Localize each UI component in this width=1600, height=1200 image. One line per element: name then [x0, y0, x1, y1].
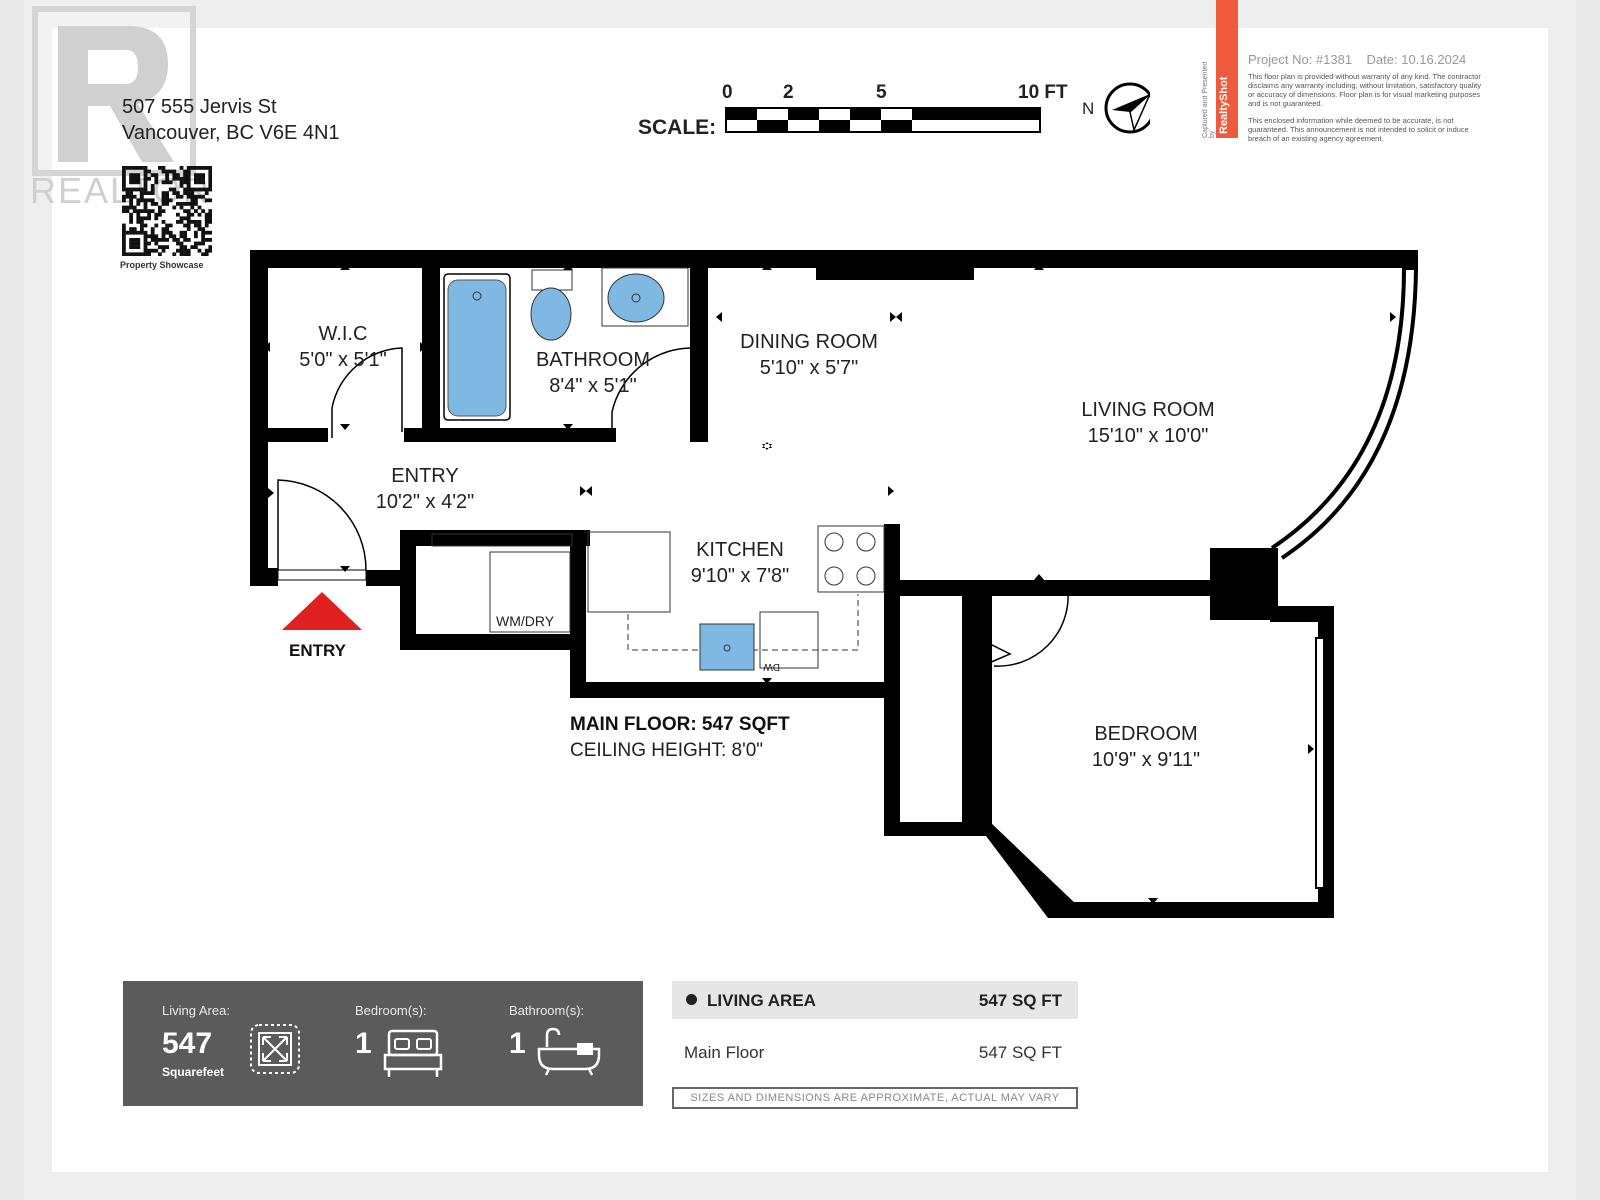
- scale-tick-0: 0: [722, 82, 733, 103]
- area-header-label: LIVING AREA: [707, 991, 816, 1010]
- bullet-icon: [686, 994, 697, 1005]
- main-floor-label: MAIN FLOOR: 547 SQFT: [570, 714, 790, 735]
- living-dim: 15'10" x 10'0": [1088, 425, 1209, 447]
- kitchen-dim: 9'10" x 7'8": [691, 565, 790, 587]
- bathroom-fixtures: [443, 267, 689, 421]
- scale-tick-5: 5: [876, 82, 887, 103]
- compass-icon: [1104, 82, 1150, 134]
- living-name: LIVING ROOM: [1081, 399, 1214, 421]
- north-label: N: [1082, 99, 1094, 118]
- brand-bar: [1216, 0, 1238, 138]
- listing-address: 507 555 Jervis St Vancouver, BC V6E 4N1: [122, 94, 340, 146]
- area-header-value: 547 SQ FT: [978, 991, 1062, 1010]
- area-table: LIVING AREA 547 SQ FT Main Floor 547 SQ …: [672, 981, 1078, 1069]
- area-expand-icon: [249, 1023, 301, 1080]
- bed-icon: [383, 1027, 443, 1084]
- project-info: Project No: #1381 Date: 10.16.2024: [1248, 52, 1466, 67]
- dw-label: DW: [763, 661, 780, 672]
- bathroom-dim: 8'4" x 5'1": [549, 375, 636, 397]
- area-table-row: Main Floor 547 SQ FT: [672, 1019, 1078, 1069]
- area-table-header: LIVING AREA 547 SQ FT: [672, 981, 1078, 1019]
- bathtub-icon: [537, 1025, 601, 1082]
- wic-dim: 5'0" x 5'1": [299, 349, 386, 371]
- ceiling-height-label: CEILING HEIGHT: 8'0": [570, 740, 763, 761]
- approximation-note: SIZES AND DIMENSIONS ARE APPROXIMATE, AC…: [672, 1087, 1078, 1109]
- watermark-logo: [32, 6, 196, 176]
- bedroom-name: BEDROOM: [1094, 723, 1197, 745]
- bathrooms-value: 1: [509, 1027, 526, 1060]
- bedrooms-value: 1: [355, 1027, 372, 1060]
- doors: [277, 347, 1069, 667]
- address-line-1: 507 555 Jervis St: [122, 96, 277, 118]
- qr-code[interactable]: [122, 166, 213, 261]
- wic-name: W.I.C: [319, 323, 368, 345]
- living-area-label: Living Area:: [162, 1003, 230, 1018]
- stats-panel: Living Area: 547 Squarefeet Bedroom(s): …: [123, 981, 643, 1106]
- area-row-value: 547 SQ FT: [978, 1043, 1062, 1062]
- entry-marker-label: ENTRY: [289, 641, 347, 660]
- living-area-unit: Squarefeet: [162, 1065, 225, 1079]
- bedroom-dim: 10'9" x 9'11": [1092, 749, 1200, 771]
- entry-dim: 10'2" x 4'2": [376, 491, 475, 513]
- qr-caption: Property Showcase: [120, 260, 204, 270]
- bathroom-name: BATHROOM: [536, 349, 650, 371]
- area-row-label: Main Floor: [684, 1043, 765, 1062]
- address-line-2: Vancouver, BC V6E 4N1: [122, 122, 340, 144]
- laundry-label: WM/DRY: [496, 613, 555, 629]
- scale-tick-2: 2: [783, 82, 794, 103]
- scale-label: SCALE:: [638, 116, 716, 139]
- living-area-value: 547: [162, 1027, 213, 1060]
- entry-arrow-icon: [282, 592, 362, 630]
- walls: [250, 250, 1418, 918]
- scale-tick-10: 10 FT: [1018, 82, 1068, 103]
- dining-dim: 5'10" x 5'7": [760, 357, 859, 379]
- scale-bar: SCALE: 0 2 5 10 FT N: [638, 82, 1150, 139]
- project-date: Date: 10.16.2024: [1366, 52, 1467, 67]
- bedrooms-label: Bedroom(s):: [355, 1003, 427, 1018]
- kitchen-name: KITCHEN: [696, 539, 784, 561]
- disclaimer-1: This floor plan is provided without warr…: [1248, 72, 1482, 108]
- dining-name: DINING ROOM: [740, 331, 878, 353]
- bathrooms-label: Bathroom(s):: [509, 1003, 585, 1018]
- entry-name: ENTRY: [391, 465, 458, 487]
- disclaimer-2: This enclosed information while deemed t…: [1248, 116, 1469, 143]
- project-number: Project No: #1381: [1248, 52, 1353, 67]
